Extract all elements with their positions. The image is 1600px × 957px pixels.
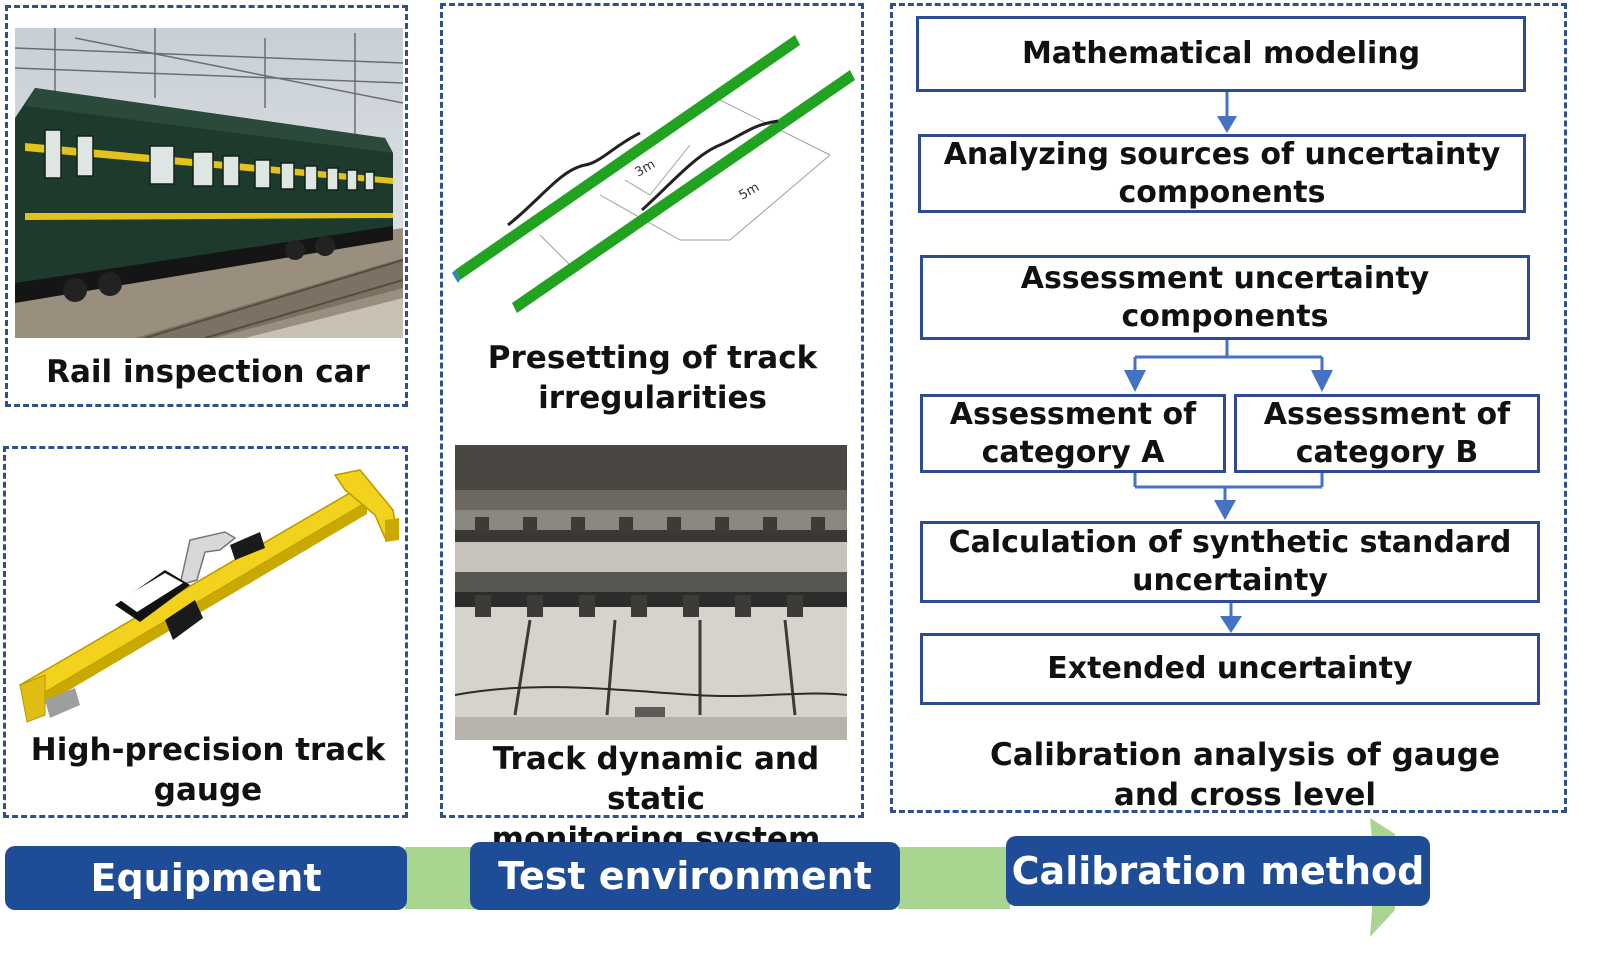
- connector-band-1: [405, 847, 475, 909]
- rail-inspection-car-caption: Rail inspection car: [46, 354, 370, 390]
- connector-band-2: [898, 847, 1010, 909]
- flow-step-mathematical-modeling: Mathematical modeling: [916, 16, 1526, 92]
- flow-step-assessment-components: Assessment uncertainty components: [920, 255, 1530, 340]
- equipment-panel-inspection-car: [5, 5, 408, 407]
- track-monitoring-photo: [455, 445, 847, 740]
- flow-step-category-b: Assessment of category B: [1234, 394, 1540, 473]
- equipment-label: Equipment: [5, 846, 407, 910]
- rail-inspection-car-photo: [15, 28, 403, 338]
- calibration-panel: [890, 3, 1567, 813]
- flow-step-category-a: Assessment of category A: [920, 394, 1226, 473]
- test-environment-panel: [440, 3, 864, 818]
- monitoring-system-caption: Track dynamic and static monitoring syst…: [491, 741, 821, 857]
- track-irregularities-diagram: 3m 5m: [450, 25, 860, 325]
- irregularities-caption: Presetting of track irregularities: [487, 340, 818, 416]
- equipment-panel-track-gauge: [3, 446, 408, 818]
- dim-label-3m: 3m: [633, 157, 659, 180]
- flow-step-synthetic-uncertainty: Calculation of synthetic standard uncert…: [920, 521, 1540, 603]
- test-environment-label: Test environment: [470, 842, 900, 910]
- dim-label-5m: 5m: [737, 180, 763, 203]
- track-gauge-illustration: [15, 460, 403, 730]
- flow-step-extended-uncertainty: Extended uncertainty: [920, 633, 1540, 705]
- calibration-method-label: Calibration method: [1006, 836, 1430, 906]
- flow-step-analyzing-sources: Analyzing sources of uncertainty compone…: [918, 134, 1526, 213]
- track-gauge-caption: High-precision track gauge: [30, 732, 386, 808]
- calibration-caption: Calibration analysis of gauge and cross …: [990, 737, 1500, 813]
